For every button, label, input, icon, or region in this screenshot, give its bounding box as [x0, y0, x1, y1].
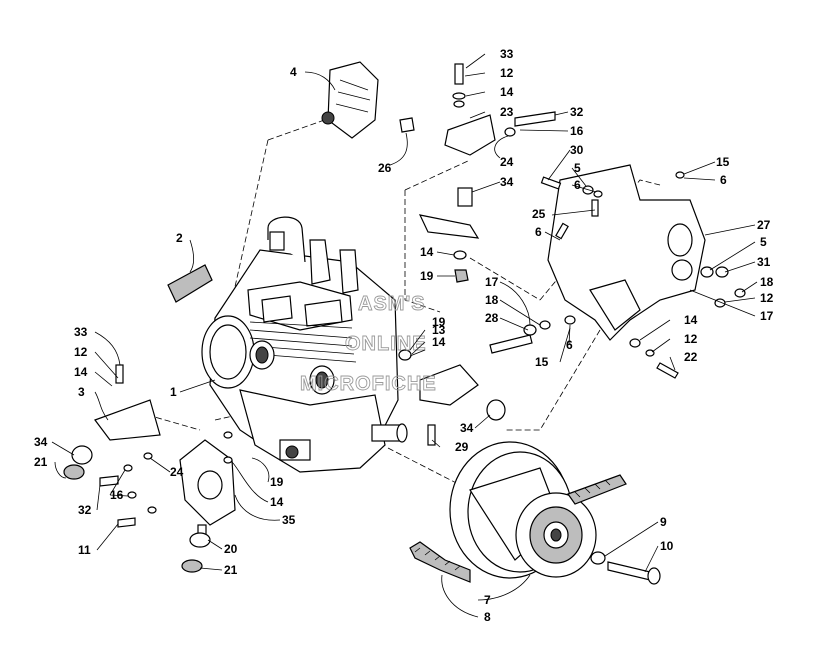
callout-15: 15	[535, 355, 549, 369]
callout-12: 12	[760, 291, 774, 305]
callout-35: 35	[282, 513, 296, 527]
callout-leaders	[51, 53, 758, 618]
callout-12: 12	[74, 345, 88, 359]
callout-32: 32	[570, 105, 584, 119]
front-mount-bracket	[398, 349, 506, 446]
callout-24: 24	[170, 465, 184, 479]
callout-32: 32	[78, 503, 92, 517]
callout-19: 19	[420, 269, 434, 283]
callout-6: 6	[535, 225, 542, 239]
callout-8: 8	[484, 610, 491, 624]
callout-25: 25	[532, 207, 546, 221]
callout-14: 14	[74, 365, 88, 379]
callout-labels: 33 12 14 23 32 16 24 34 4 26 30 5 6 15 6…	[34, 47, 774, 624]
callout-33: 33	[74, 325, 88, 339]
callout-17: 17	[485, 275, 499, 289]
callout-12: 12	[684, 332, 698, 346]
callout-29: 29	[455, 440, 469, 454]
callout-3: 3	[78, 385, 85, 399]
watermark-line-3: MICROFICHE	[300, 373, 437, 395]
callout-1: 1	[170, 385, 177, 399]
engine-block	[201, 216, 408, 473]
callout-14: 14	[500, 85, 514, 99]
callout-16: 16	[570, 124, 584, 138]
watermark: ASM'S ONLINE MICROFICHE	[300, 293, 437, 396]
callout-21: 21	[224, 563, 238, 577]
callout-16: 16	[110, 488, 124, 502]
callout-12: 12	[500, 66, 514, 80]
callout-5: 5	[760, 235, 767, 249]
callout-9: 9	[660, 515, 667, 529]
callout-22: 22	[684, 350, 698, 364]
callout-14: 14	[684, 313, 698, 327]
callout-14: 14	[432, 335, 446, 349]
callout-27: 27	[757, 218, 771, 232]
right-mount-bracket	[489, 164, 746, 379]
callout-11: 11	[78, 543, 91, 557]
lower-mount-bracket	[179, 431, 236, 573]
callout-24: 24	[500, 155, 514, 169]
drive-clutch	[449, 441, 661, 585]
callout-19: 19	[432, 315, 446, 329]
callout-13: 13	[432, 323, 446, 337]
callout-33: 33	[500, 47, 514, 61]
callout-18: 18	[485, 293, 499, 307]
upper-mount-bracket	[418, 63, 556, 283]
callout-5: 5	[574, 161, 581, 175]
callout-26: 26	[378, 161, 392, 175]
callout-23: 23	[500, 105, 514, 119]
callout-4: 4	[290, 65, 297, 79]
drive-belt	[409, 474, 627, 583]
suzuki-decal-part	[167, 264, 213, 303]
callout-34: 34	[34, 435, 48, 449]
callout-6: 6	[720, 173, 727, 187]
callout-19: 19	[270, 475, 284, 489]
callout-7: 7	[484, 593, 491, 607]
callout-30: 30	[570, 143, 584, 157]
callout-18: 18	[760, 275, 774, 289]
callout-14: 14	[420, 245, 434, 259]
callout-21: 21	[34, 455, 48, 469]
callout-20: 20	[224, 542, 238, 556]
callout-17: 17	[760, 309, 774, 323]
callout-28: 28	[485, 311, 499, 325]
callout-34: 34	[460, 421, 474, 435]
callout-6: 6	[566, 338, 573, 352]
left-mount-bracket	[63, 364, 161, 528]
callout-34: 34	[500, 175, 514, 189]
callout-14: 14	[270, 495, 284, 509]
watermark-line-2: ONLINE	[345, 333, 427, 355]
watermark-line-1: ASM'S	[358, 293, 426, 315]
callout-10: 10	[660, 539, 674, 553]
callout-2: 2	[176, 231, 183, 245]
callout-6: 6	[574, 178, 581, 192]
callout-31: 31	[757, 255, 771, 269]
callout-15: 15	[716, 155, 730, 169]
recoil-cover-part	[321, 61, 415, 139]
